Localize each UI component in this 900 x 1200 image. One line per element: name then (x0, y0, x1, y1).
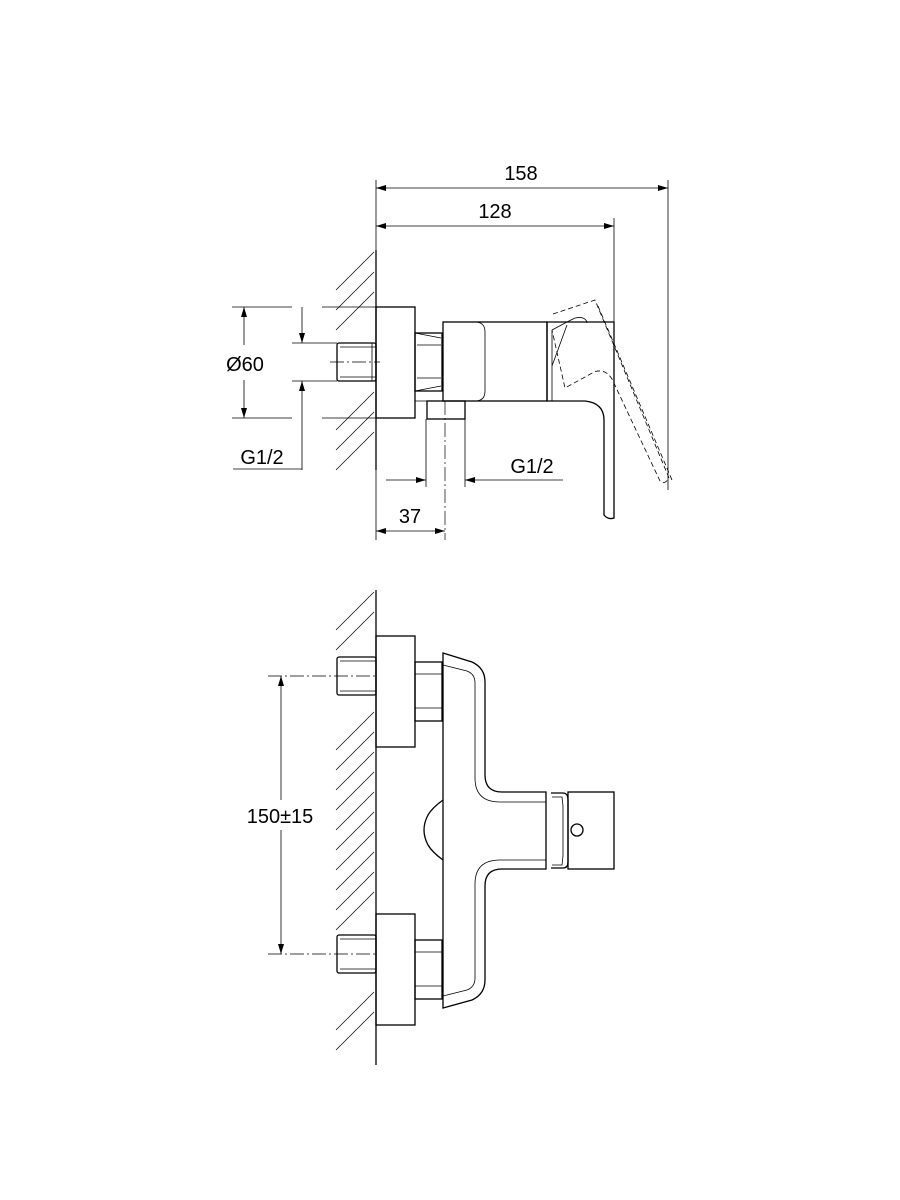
outlet-nipple (426, 400, 466, 540)
dimension-outlet-thread: G1/2 (386, 419, 563, 487)
hatch-line (335, 871, 375, 911)
dimension-label-37: 37 (399, 506, 421, 528)
hatch-line (335, 251, 375, 291)
hatch-line (335, 291, 375, 331)
hatch-line (335, 611, 375, 651)
dimension-inlet-thread: G1/2 (233, 307, 337, 470)
wall-hatching (335, 250, 377, 471)
hatch-line (335, 431, 375, 471)
mixer-body (415, 321, 548, 402)
hatch-line (335, 711, 375, 751)
hatch-line (335, 891, 375, 931)
inlet-lower (336, 913, 443, 1026)
valve-cartridge (551, 791, 615, 870)
dimension-overall-length: 158 (375, 163, 669, 490)
lever-alternate-position (551, 299, 670, 483)
hatch-line (335, 1011, 375, 1051)
hatch-line (335, 811, 375, 851)
dimension-outlet-offset: 37 (375, 470, 445, 540)
inlet-upper (336, 635, 443, 748)
dimension-label-diameter: Ø60 (226, 354, 264, 376)
hatch-line (335, 731, 375, 771)
mixer-body-front (423, 652, 547, 1009)
front-view: 150±15 (247, 590, 615, 1065)
dimension-inlet-spacing: 150±15 (247, 676, 314, 954)
hatch-line (335, 831, 375, 871)
inlet-nipple (330, 342, 380, 382)
dimension-body-length: 128 (376, 201, 615, 325)
hatch-line (335, 851, 375, 891)
hatch-line (335, 771, 375, 811)
hatch-line (335, 751, 375, 791)
dimension-flange-diameter: Ø60 (226, 306, 376, 419)
hatch-line (335, 991, 375, 1031)
dimension-label-128: 128 (478, 201, 511, 223)
lever-alternate-edge (597, 305, 673, 481)
hatch-line (335, 591, 375, 631)
hatch-line (335, 791, 375, 831)
lever-handle (546, 317, 615, 520)
dimension-label-inlet-thread: G1/2 (240, 447, 283, 469)
dimension-label-150: 150±15 (247, 806, 314, 828)
hatch-line (335, 391, 375, 431)
wall-flange (375, 306, 416, 419)
hatch-line (335, 271, 375, 311)
hex-nut (414, 332, 443, 392)
side-view: 158 128 Ø60 G1/2 (226, 163, 673, 540)
dimension-label-outlet-thread: G1/2 (510, 456, 553, 478)
dimension-label-158: 158 (504, 163, 537, 185)
